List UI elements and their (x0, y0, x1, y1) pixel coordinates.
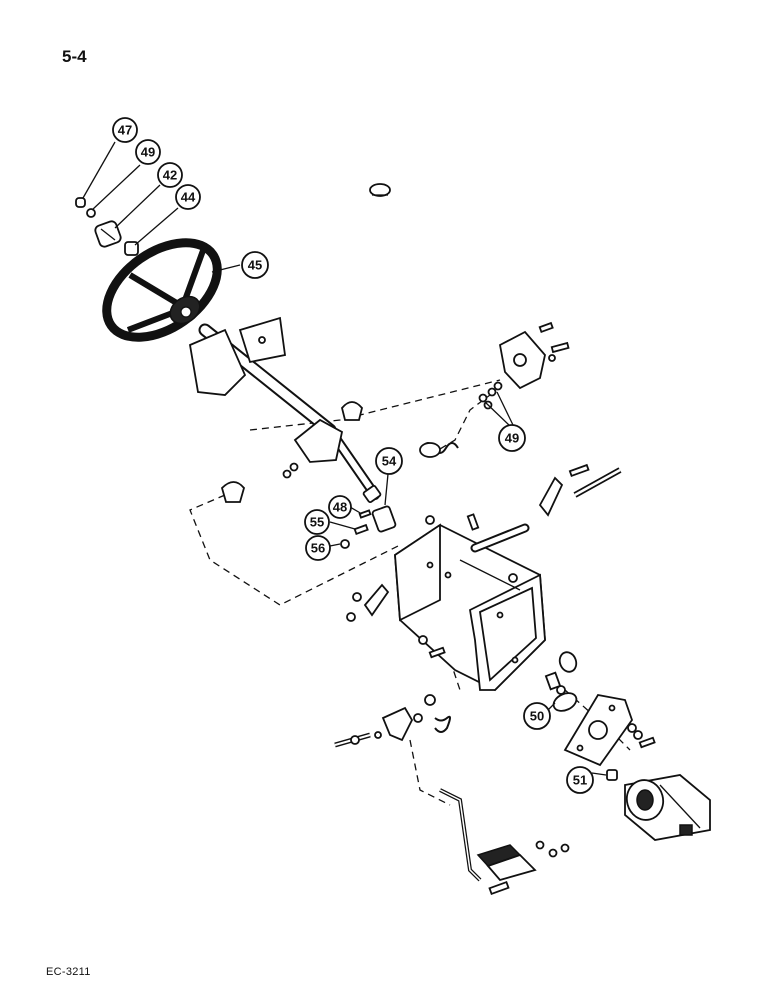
part-47-cap (75, 197, 86, 208)
callout-50: 50 (523, 702, 551, 730)
leader-56 (329, 543, 341, 547)
document-code: EC-3211 (46, 966, 91, 978)
callout-54: 54 (375, 447, 403, 475)
rubber-plug (558, 651, 578, 673)
page-number: 5-4 (62, 47, 87, 66)
leader-54 (384, 473, 389, 506)
dashed-connector-spring (429, 394, 491, 456)
leader-42 (114, 184, 161, 229)
svg-text:56: 56 (311, 541, 325, 556)
dashed-connector-upper (249, 379, 501, 431)
callout-49-right: 49 (498, 424, 526, 452)
bolt-50 (544, 671, 562, 691)
part-48-pin (358, 509, 372, 519)
leader-45 (211, 264, 241, 273)
pedal-nut-3 (560, 843, 570, 853)
nut-mid-2 (289, 462, 299, 472)
svg-text:44: 44 (181, 190, 196, 205)
clamp-mid (341, 401, 363, 421)
part-55-pin (353, 523, 369, 536)
svg-text:45: 45 (248, 258, 262, 273)
nut-left-2 (346, 612, 356, 622)
part-50-seal (552, 692, 578, 712)
callout-51: 51 (566, 766, 594, 794)
part-42-nut-large (94, 220, 122, 248)
svg-text:42: 42 (163, 168, 177, 183)
nut-pump-2 (633, 730, 643, 740)
part-44-nut (124, 241, 139, 256)
small-bolt-top (568, 463, 590, 478)
lower-linkage (334, 694, 451, 748)
pedal-nut-1 (535, 840, 545, 850)
part-51-fitting (606, 769, 618, 781)
part-45-steering-wheel (102, 238, 222, 342)
leader-48 (349, 506, 363, 515)
callout-42: 42 (157, 162, 183, 188)
callout-49-top: 49 (135, 139, 161, 165)
bolt-left-lower (428, 646, 446, 659)
part-54-coupler (371, 505, 397, 533)
bolt-vertical (466, 513, 480, 531)
pedal-nut-2 (548, 848, 558, 858)
nut-left-1 (352, 592, 362, 602)
hydraulic-pump (624, 774, 711, 841)
upper-bracket-right (498, 321, 570, 390)
bolt-pump (638, 736, 656, 749)
loose-cap-part (369, 183, 391, 197)
svg-text:55: 55 (310, 515, 324, 530)
leader-49-top (91, 164, 141, 211)
callout-48: 48 (328, 495, 352, 519)
pedal-bolt (488, 880, 510, 896)
pedal (476, 844, 537, 882)
svg-text:48: 48 (333, 500, 347, 515)
callout-44: 44 (175, 184, 201, 210)
callout-55: 55 (304, 509, 330, 535)
nut-right-1 (508, 573, 518, 583)
nut-left-3 (418, 635, 428, 645)
callout-47: 47 (112, 117, 138, 143)
clamp-left (220, 481, 245, 503)
nut-50 (556, 685, 566, 695)
leader-51 (591, 772, 607, 776)
svg-text:47: 47 (118, 123, 132, 138)
side-bracket-left (363, 583, 390, 617)
svg-text:50: 50 (530, 709, 544, 724)
callout-56: 56 (305, 535, 331, 561)
leader-47 (82, 141, 116, 199)
leader-49-right-a (484, 401, 510, 426)
part-56-nut (340, 539, 350, 549)
pedestal-housing (394, 523, 546, 692)
nut-pump-1 (627, 723, 637, 733)
svg-text:49: 49 (505, 431, 519, 446)
dashed-connector-pedal (409, 739, 451, 806)
svg-text:54: 54 (382, 454, 397, 469)
pump-mounting-plate (563, 694, 634, 767)
nut-mid-1 (282, 469, 292, 479)
dashed-connector-left (189, 494, 401, 606)
steering-column (188, 316, 382, 504)
part-49-washer-top (86, 208, 96, 218)
part-49-washer-b (487, 387, 497, 397)
part-49-washer-d (493, 381, 503, 391)
link-plate (538, 476, 564, 517)
svg-text:51: 51 (573, 773, 587, 788)
callout-45: 45 (241, 251, 269, 279)
part-49-washer-a (478, 393, 488, 403)
return-spring (419, 442, 459, 458)
leader-49-right-b (496, 391, 514, 426)
leader-50 (547, 702, 556, 711)
washer-upper (425, 515, 435, 525)
leader-55 (329, 521, 356, 530)
svg-text:49: 49 (141, 145, 155, 160)
leader-44 (134, 207, 179, 246)
pedal-rod (439, 788, 482, 882)
